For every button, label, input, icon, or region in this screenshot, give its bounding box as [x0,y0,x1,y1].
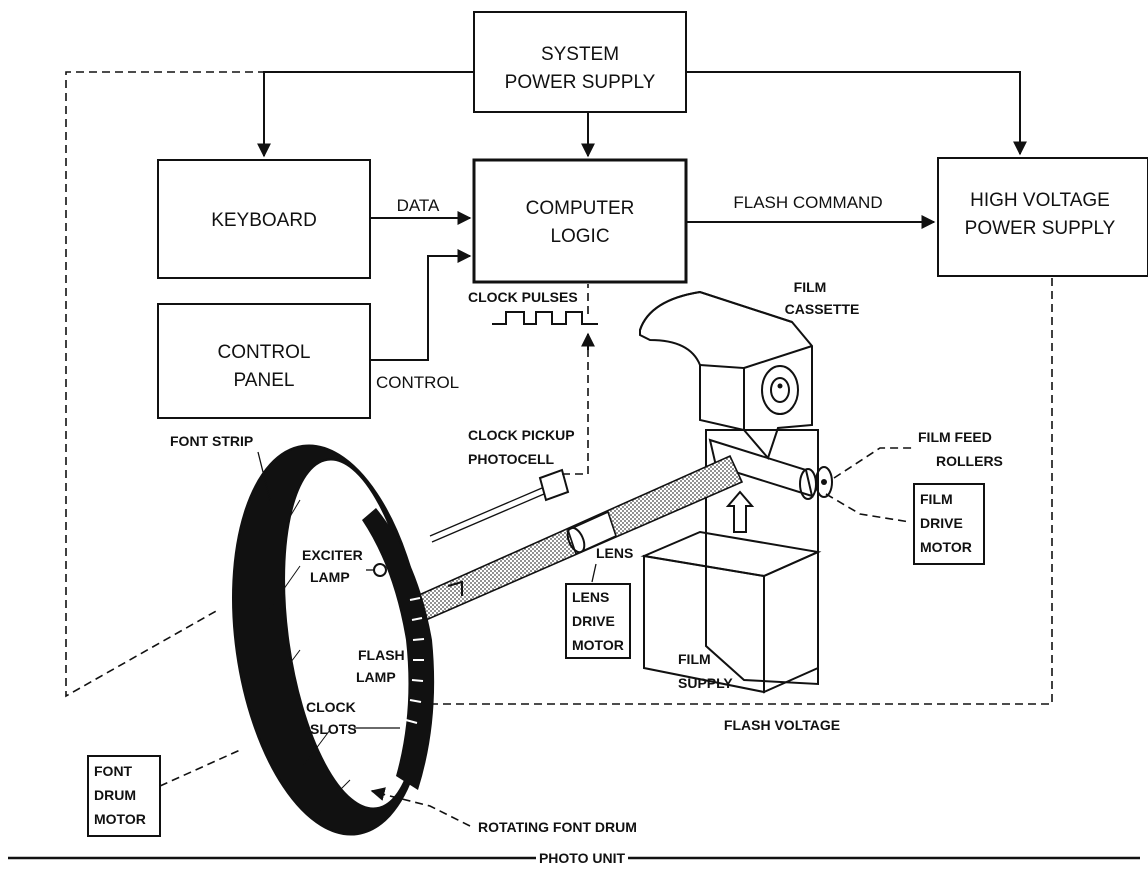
clock-slots-line2: SLOTS [310,721,357,737]
power-supply-line2: POWER SUPPLY [505,72,656,93]
font-drum-motor-line2: DRUM [94,787,136,803]
control-panel-line1: CONTROL [218,342,311,363]
high-voltage-power-supply-block: HIGH VOLTAGE POWER SUPPLY [937,157,1148,277]
film-feed-rollers: FILM FEED ROLLERS [708,429,1003,500]
film-drive-motor-line3: MOTOR [920,539,972,555]
font-drum-motor-block: FONT DRUM MOTOR [87,749,241,837]
film-supply-line2: SUPPLY [678,675,733,691]
system-power-supply-block: SYSTEM POWER SUPPLY [473,11,687,113]
keyboard-label: KEYBOARD [211,210,317,231]
rotating-font-drum-label: ROTATING FONT DRUM [478,819,637,835]
control-signal: CONTROL [370,249,472,392]
rotating-font-drum-callout: ROTATING FONT DRUM [370,787,637,835]
film-drive-motor-block: FILM DRIVE MOTOR [825,483,985,565]
font-strip-label: FONT STRIP [170,433,253,449]
clock-pickup-line2: PHOTOCELL [468,451,555,467]
flash-voltage-label: FLASH VOLTAGE [724,717,840,733]
film-supply-line1: FILM [678,651,711,667]
dashed-control-lines: FLASH VOLTAGE [65,71,1053,733]
keyboard-block: KEYBOARD [157,159,371,279]
film-plane [705,429,819,686]
high-voltage-line2: POWER SUPPLY [965,218,1116,239]
film-feed-rollers-line2: ROLLERS [936,453,1003,469]
computer-logic-block: COMPUTER LOGIC [472,158,688,284]
clock-pulses: CLOCK PULSES [468,289,598,325]
exciter-lamp-line2: LAMP [310,569,350,585]
data-signal: DATA [370,196,472,225]
film-drive-motor-line1: FILM [920,491,953,507]
film-drive-motor-line2: DRIVE [920,515,963,531]
data-label: DATA [397,196,440,215]
lens-drive-motor-block: LENS DRIVE MOTOR [565,583,631,659]
clock-pickup-photocell: CLOCK PICKUP PHOTOCELL [429,427,575,543]
computer-logic-line1: COMPUTER [526,198,635,219]
film-cassette: FILM CASSETTE [639,279,860,460]
film-advance-arrow-icon [725,490,755,533]
photo-unit-footer: PHOTO UNIT [8,850,1140,866]
control-panel-line2: PANEL [234,370,295,391]
font-drum-motor-line1: FONT [94,763,133,779]
flash-lamp-line2: LAMP [356,669,396,685]
film-cassette-line2: CASSETTE [785,301,860,317]
font-strip-callout: FONT STRIP [170,433,271,501]
lens-drive-motor-line2: DRIVE [572,613,615,629]
computer-logic-line2: LOGIC [550,226,609,247]
clock-pulses-label: CLOCK PULSES [468,289,578,305]
lens-drive-motor-line3: MOTOR [572,637,624,653]
flash-command-label: FLASH COMMAND [733,193,882,212]
power-supply-line1: SYSTEM [541,44,619,65]
lens-drive-motor-line1: LENS [572,589,609,605]
rotating-font-drum: EXCITER LAMP FLASH LAMP CLOCK SLOTS [232,444,463,836]
clock-slots-line1: CLOCK [306,699,356,715]
exciter-lamp-line1: EXCITER [302,547,363,563]
control-label: CONTROL [376,373,459,392]
flash-command-signal: FLASH COMMAND [686,193,936,229]
flash-lamp-line1: FLASH [358,647,405,663]
film-cassette-line1: FILM [794,279,827,295]
clock-pickup-line1: CLOCK PICKUP [468,427,575,443]
lens-label: LENS [596,545,633,561]
font-drum-motor-line3: MOTOR [94,811,146,827]
control-panel-block: CONTROL PANEL [157,303,371,419]
high-voltage-line1: HIGH VOLTAGE [970,190,1110,211]
photo-unit-label: PHOTO UNIT [539,850,626,866]
film-feed-rollers-line1: FILM FEED [918,429,992,445]
film-supply: FILM SUPPLY [640,530,822,694]
